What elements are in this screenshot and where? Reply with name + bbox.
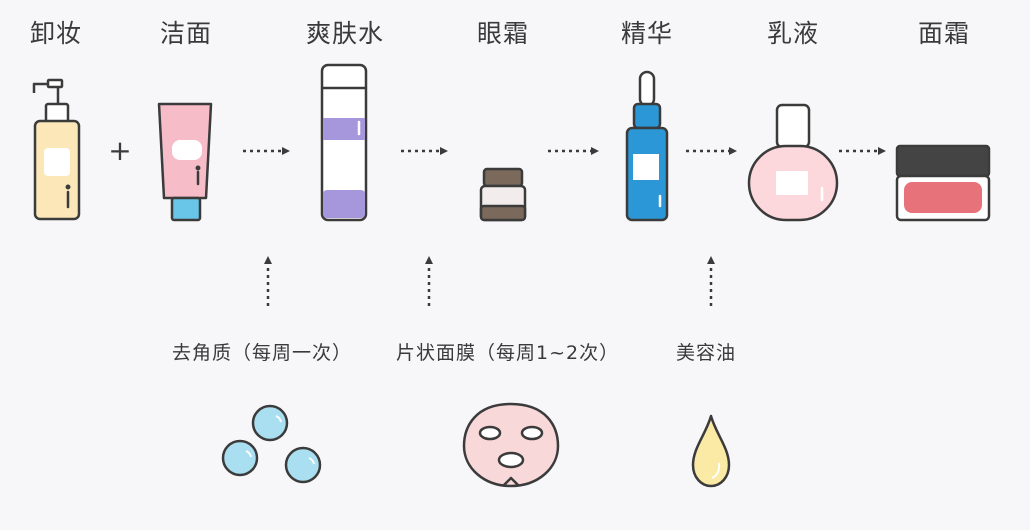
- step-title-3: 爽肤水: [305, 19, 384, 48]
- plus-sign: +: [108, 134, 131, 167]
- sheet-mask-icon: [462, 402, 560, 488]
- cleanser-tube-icon: [157, 102, 213, 222]
- step-title-2: 洁面: [159, 19, 212, 48]
- pump-bottle-icon: [32, 78, 81, 221]
- serum-dropper-icon: [625, 70, 669, 222]
- extra-label-exfoliate: 去角质（每周一次）: [172, 342, 353, 364]
- exfoliant-beads-icon: [221, 404, 322, 484]
- extra-label-face-oil: 美容油: [676, 342, 737, 364]
- lotion-bottle-icon: [747, 103, 839, 222]
- oil-drop-icon: [691, 414, 731, 488]
- step-title-4: 眼霜: [476, 19, 529, 48]
- step-title-6: 乳液: [766, 19, 819, 48]
- step-title-1: 卸妆: [29, 19, 82, 48]
- extra-label-sheet-mask: 片状面膜（每周1~2次）: [396, 342, 620, 364]
- toner-bottle-icon: [320, 63, 368, 222]
- face-cream-jar-icon: [895, 144, 991, 222]
- step-title-7: 面霜: [917, 19, 970, 48]
- step-title-5: 精华: [620, 19, 673, 48]
- eye-cream-jar-icon: [479, 167, 527, 222]
